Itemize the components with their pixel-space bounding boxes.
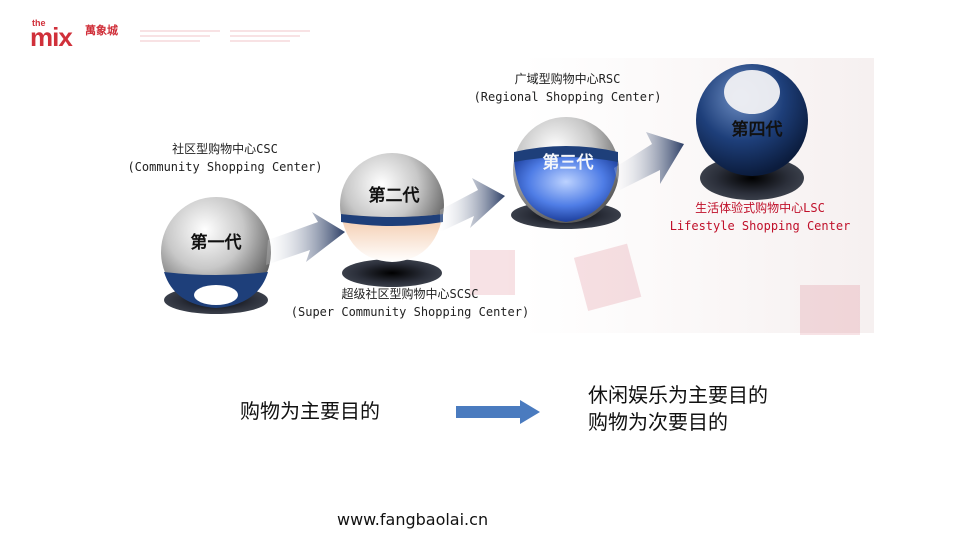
arrow-3-4 xyxy=(614,132,684,190)
header-decoration xyxy=(140,30,310,42)
bottom-right-line1: 休闲娱乐为主要目的 xyxy=(588,383,768,407)
gen1-label: 第一代 xyxy=(190,233,242,253)
gen4-label: 第四代 xyxy=(731,120,783,140)
arrow-1-2 xyxy=(266,212,345,265)
gen3-type: 广域型购物中心RSC xyxy=(514,72,621,86)
gen3-type-en: (Regional Shopping Center) xyxy=(473,90,662,104)
gen1-type: 社区型购物中心CSC xyxy=(172,142,278,156)
bottom-right-line2: 购物为次要目的 xyxy=(588,410,728,434)
gen4-type-en: Lifestyle Shopping Center xyxy=(669,219,851,233)
gen1-type-en: (Community Shopping Center) xyxy=(127,160,323,174)
logo-chinese-text: 萬象城 xyxy=(85,24,118,37)
gen4-type: 生活体验式购物中心LSC xyxy=(695,201,825,215)
sphere-gen2 xyxy=(340,153,444,287)
sphere-gen4 xyxy=(696,64,808,200)
sphere-gen3 xyxy=(511,117,621,229)
transition-arrow-icon xyxy=(456,400,540,424)
background-cubes xyxy=(470,243,860,335)
logo-small-text: the xyxy=(32,18,46,28)
gen2-type-en: (Super Community Shopping Center) xyxy=(290,305,530,319)
bottom-left-text: 购物为主要目的 xyxy=(240,399,380,423)
gen2-label: 第二代 xyxy=(368,186,420,206)
gen2-type: 超级社区型购物中心SCSC xyxy=(341,287,479,301)
gen3-label: 第三代 xyxy=(542,153,594,173)
sphere-gen1 xyxy=(161,197,271,314)
website-url[interactable]: www.fangbaolai.cn xyxy=(337,510,489,529)
arrow-2-3 xyxy=(440,178,505,232)
logo-main-text: mix xyxy=(30,22,73,52)
